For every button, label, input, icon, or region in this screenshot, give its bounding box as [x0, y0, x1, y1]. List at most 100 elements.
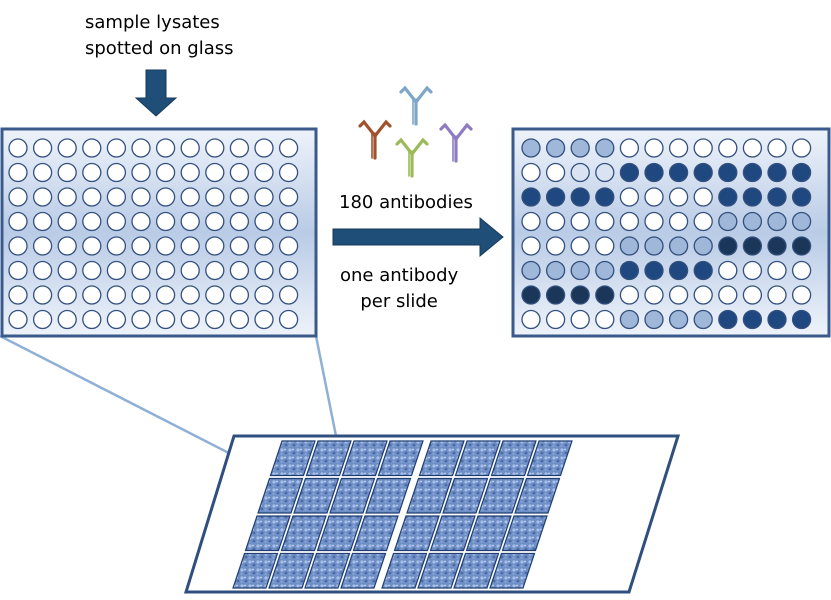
result-plate-well: [668, 236, 689, 256]
result-plate-well: [619, 187, 640, 207]
result-plate-well: [570, 211, 590, 232]
slide-spot-array: [244, 515, 291, 552]
sample-plate-well: [278, 236, 299, 256]
sample-plate-well: [254, 285, 274, 305]
sample-plate-well: [180, 162, 200, 183]
result-plate-well: [644, 236, 664, 256]
sample-plate-well: [32, 162, 53, 183]
sample-plate-well: [180, 260, 200, 281]
sample-plate-well: [254, 236, 274, 256]
result-plate-well: [619, 309, 640, 330]
slide-spot-array: [381, 552, 428, 589]
lysates-label-line2: spotted on glass: [85, 38, 234, 59]
result-plate-well: [742, 285, 763, 305]
sample-plate-well: [254, 211, 274, 232]
result-plate-well: [619, 162, 640, 183]
result-plate-well: [570, 187, 590, 207]
sample-plate-well: [205, 285, 225, 305]
result-plate-well: [644, 309, 664, 330]
sample-plate-well: [32, 211, 53, 232]
sample-plate-well: [155, 309, 176, 330]
result-plate-well: [718, 260, 738, 281]
sample-plate-well: [229, 138, 250, 158]
result-plate-well: [644, 211, 664, 232]
sample-plate-well: [205, 260, 225, 281]
result-plate-well: [595, 285, 615, 305]
result-plate-well: [521, 187, 541, 207]
sample-plate-well: [180, 236, 200, 256]
result-plate-well: [718, 211, 738, 232]
slide-spot-array: [478, 477, 525, 514]
result-plate-well: [595, 211, 615, 232]
sample-plate-well: [278, 260, 299, 281]
result-plate-well: [570, 236, 590, 256]
sample-plate-well: [278, 187, 299, 207]
result-plate-well: [693, 309, 713, 330]
sample-plate-well: [131, 236, 151, 256]
sample-plate-well: [57, 138, 77, 158]
result-plate-well: [545, 236, 566, 256]
result-plate: [511, 127, 831, 338]
sample-plate-well: [106, 309, 127, 330]
result-plate-well: [767, 260, 787, 281]
sample-plate-well: [8, 162, 28, 183]
right-arrow-icon: [332, 216, 504, 258]
antibody-icons: [358, 85, 473, 178]
result-plate-well: [545, 309, 566, 330]
slide-spot-array: [393, 515, 440, 552]
sample-plate-well: [254, 260, 274, 281]
sample-plate-well: [131, 162, 151, 183]
antibodies-label: 180 antibodies: [339, 192, 473, 213]
slide-spot-array: [268, 552, 315, 589]
result-plate-well: [644, 285, 664, 305]
sample-plate-well: [82, 187, 102, 207]
glass-slide: [183, 434, 681, 594]
sample-plate-well: [8, 236, 28, 256]
sample-plate-well: [32, 138, 53, 158]
sample-plate-well: [180, 138, 200, 158]
result-plate-well: [742, 309, 763, 330]
result-plate-well: [521, 285, 541, 305]
slide-spot-array: [352, 515, 399, 552]
result-plate-well: [791, 187, 812, 207]
sample-plate-well: [229, 309, 250, 330]
result-plate-well: [619, 236, 640, 256]
result-plate-well: [644, 260, 664, 281]
slide-spot-array: [453, 552, 500, 589]
result-plate-well: [668, 309, 689, 330]
sample-plate-well: [131, 211, 151, 232]
result-plate-well: [791, 309, 812, 330]
per-slide-label-line2: per slide: [360, 291, 438, 312]
sample-plate-well: [57, 309, 77, 330]
result-plate-well: [767, 211, 787, 232]
result-plate-well: [767, 187, 787, 207]
slide-spot-array: [365, 477, 412, 514]
sample-plate-well: [155, 260, 176, 281]
result-plate-well: [742, 138, 763, 158]
sample-plate-well: [155, 162, 176, 183]
sample-plate-well: [155, 285, 176, 305]
sample-plate-well: [8, 285, 28, 305]
slide-spot-array: [489, 552, 536, 589]
sample-plate-well: [131, 138, 151, 158]
sample-plate: [0, 127, 318, 338]
result-plate-well: [545, 211, 566, 232]
sample-plate-well: [106, 187, 127, 207]
slide-spot-array: [304, 552, 351, 589]
slide-spot-array: [232, 552, 279, 589]
sample-plate-well: [229, 211, 250, 232]
sample-plate-well: [254, 187, 274, 207]
sample-plate-well: [254, 309, 274, 330]
result-plate-well: [791, 138, 812, 158]
sample-plate-well: [8, 211, 28, 232]
result-plate-well: [742, 187, 763, 207]
sample-plate-well: [106, 260, 127, 281]
result-plate-well: [521, 309, 541, 330]
sample-plate-well: [180, 309, 200, 330]
result-plate-well: [693, 211, 713, 232]
result-plate-well: [742, 260, 763, 281]
sample-plate-well: [32, 285, 53, 305]
sample-plate-well: [57, 162, 77, 183]
sample-plate-well: [155, 138, 176, 158]
antibody-icon: [395, 137, 429, 178]
